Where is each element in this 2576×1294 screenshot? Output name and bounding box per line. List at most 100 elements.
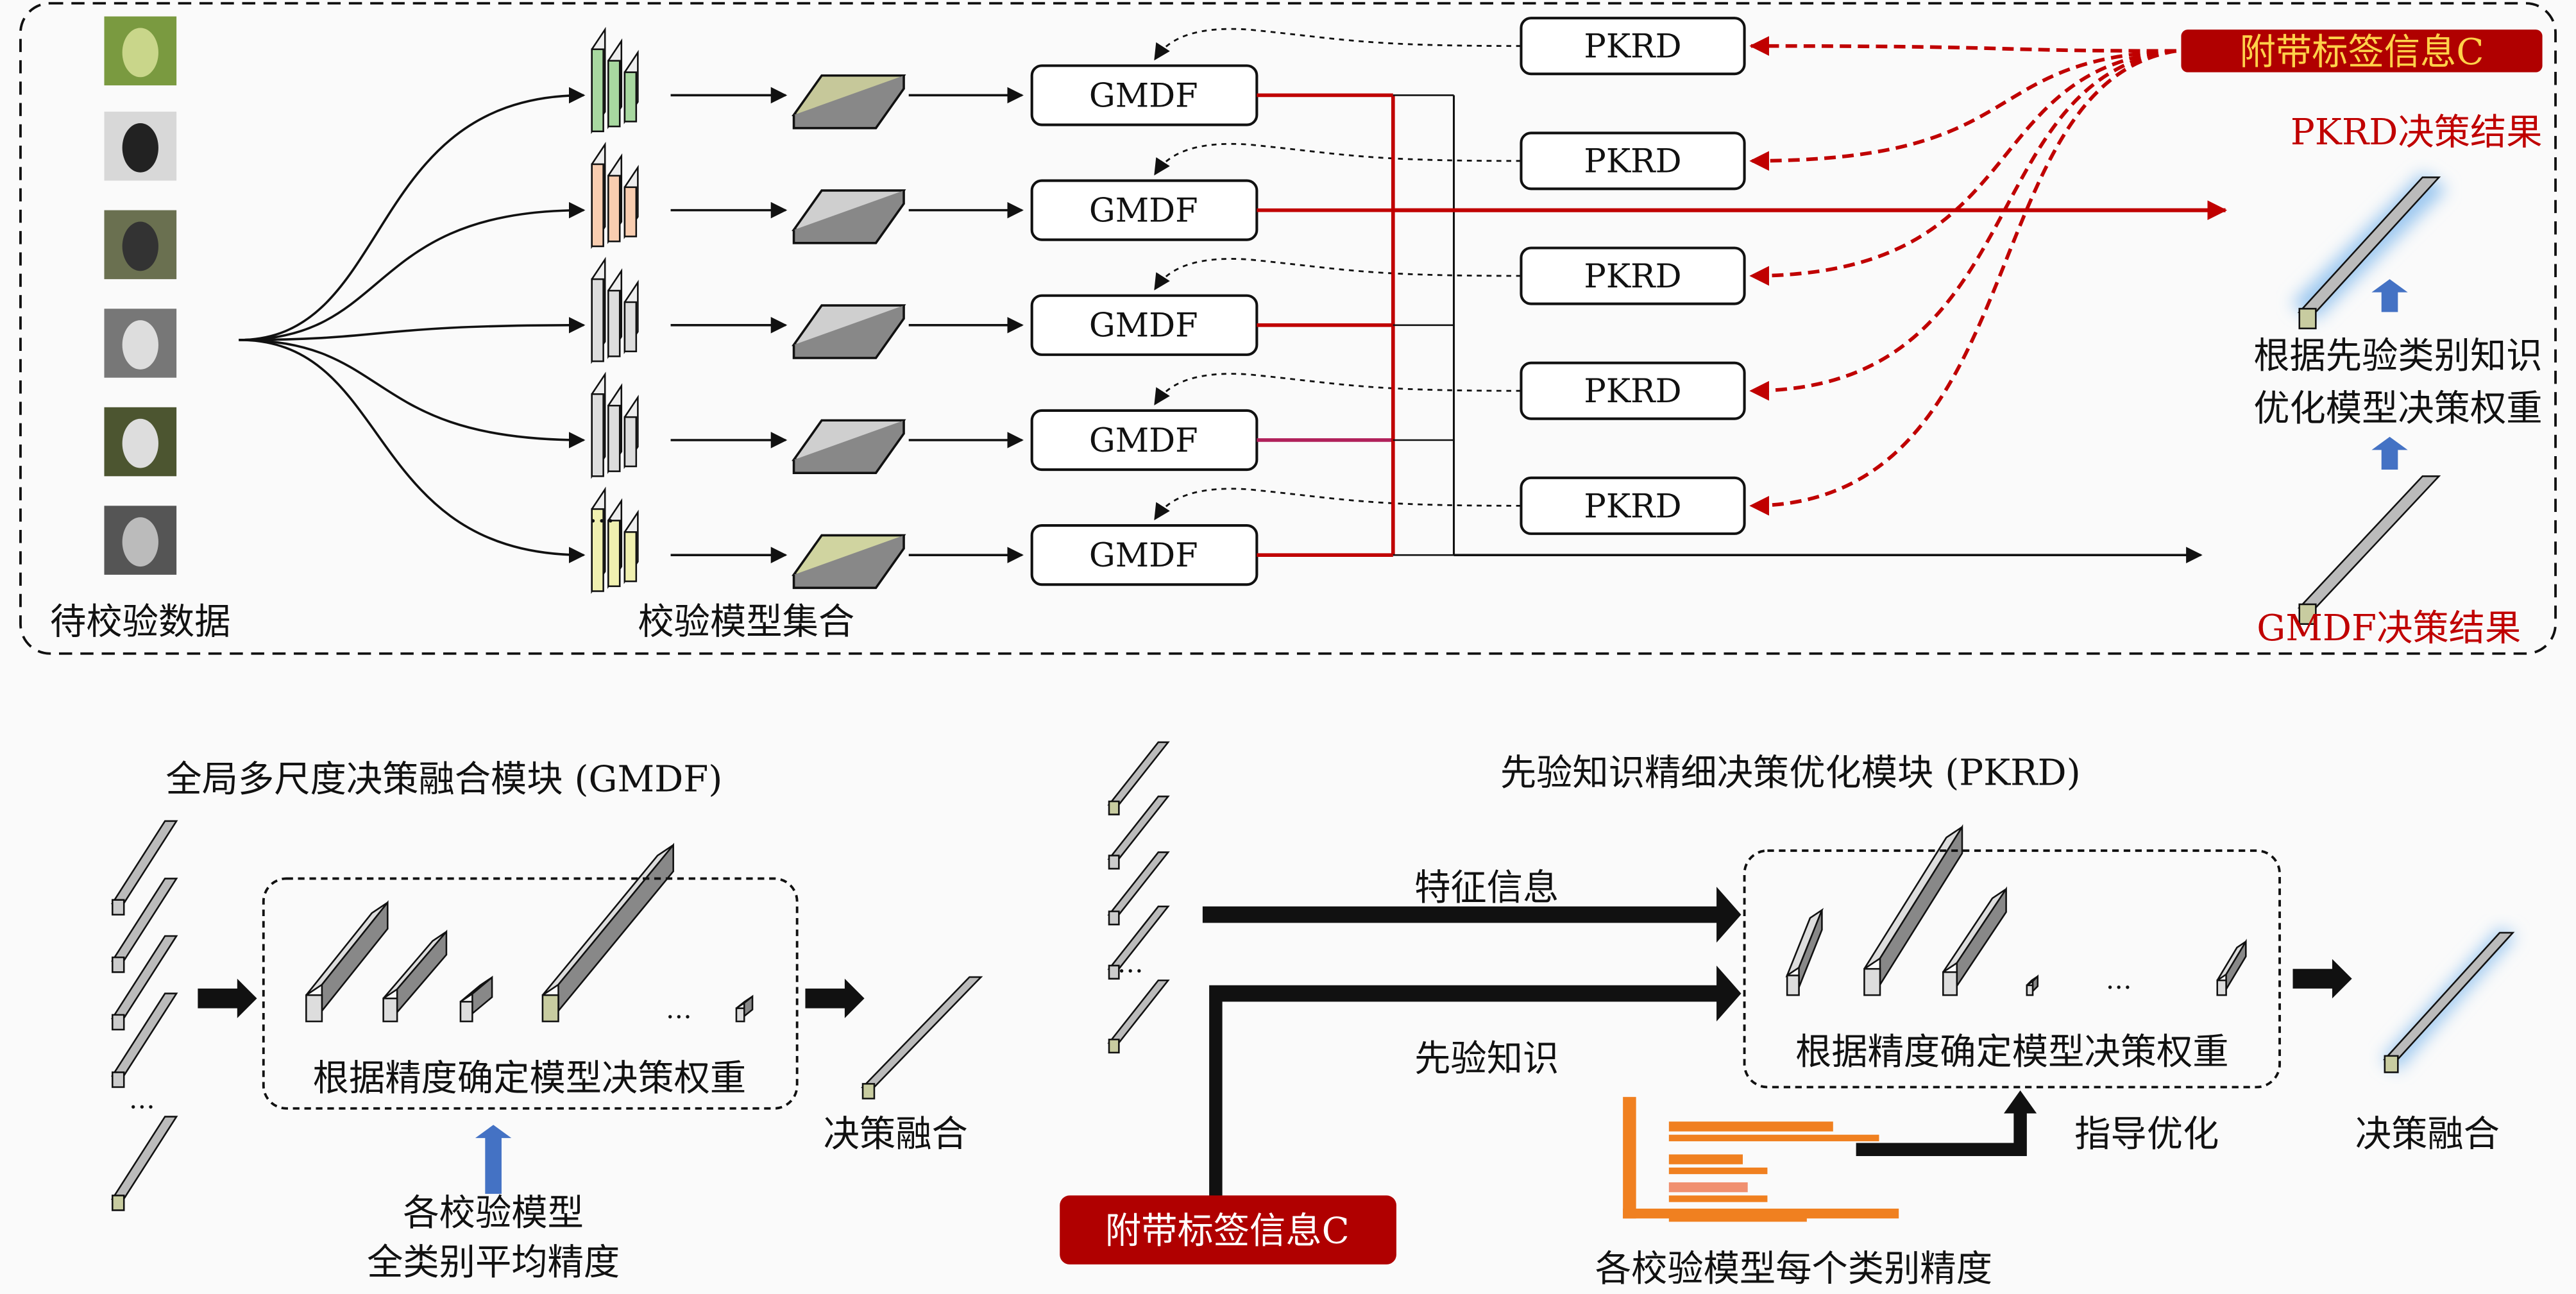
feedback-dotted-arrow bbox=[1154, 28, 1521, 61]
bar-side bbox=[1798, 910, 1823, 988]
bar-front bbox=[305, 994, 323, 1023]
model-layer bbox=[623, 531, 638, 583]
gmdf-input-line2: 全类别平均精度 bbox=[367, 1241, 620, 1283]
pkrd-box: PKRD bbox=[1520, 246, 1746, 305]
top-panel-border bbox=[19, 2, 2557, 655]
gmdf-input-bar bbox=[110, 878, 178, 973]
bar-end bbox=[1108, 1038, 1120, 1054]
bird-shape bbox=[122, 28, 158, 78]
model-layer bbox=[623, 186, 638, 237]
per-class-accuracy-label: 各校验模型每个类别精度 bbox=[1595, 1248, 1992, 1290]
feedback-dotted-arrow bbox=[1154, 373, 1521, 405]
bar-front bbox=[1942, 971, 1958, 996]
guide-optimize-arrow bbox=[1856, 1090, 2037, 1156]
prior-knowledge-arrow bbox=[1209, 966, 1741, 1199]
bar-body bbox=[2297, 475, 2441, 609]
bird-shape bbox=[122, 517, 158, 567]
pkrd-fused-bar bbox=[2382, 932, 2515, 1073]
bird-shape bbox=[122, 320, 158, 370]
bar-end bbox=[112, 899, 125, 916]
bar-front bbox=[1863, 967, 1881, 996]
feature-map-side bbox=[792, 190, 905, 244]
bar-side bbox=[1879, 824, 1963, 988]
model-layer bbox=[591, 508, 604, 592]
bar-end bbox=[112, 1014, 125, 1031]
model-layer bbox=[623, 416, 638, 468]
model-layer bbox=[607, 404, 621, 472]
feature-map-side bbox=[792, 305, 905, 359]
fan-arrow bbox=[239, 87, 586, 341]
bar-body bbox=[861, 976, 983, 1088]
bar-end bbox=[112, 1071, 125, 1088]
feature-map-side bbox=[792, 535, 905, 590]
bar-front bbox=[2216, 979, 2227, 996]
gmdf-box: GMDF bbox=[1030, 294, 1258, 356]
pkrd-input-bar bbox=[1107, 979, 1170, 1054]
gmdf-box-label: GMDF bbox=[1089, 307, 1198, 345]
bird-shape bbox=[122, 221, 158, 271]
model-layer bbox=[623, 301, 638, 353]
pkrd-input-bar bbox=[1107, 796, 1170, 870]
bar-end bbox=[2298, 603, 2317, 625]
bar-top bbox=[541, 844, 674, 996]
model-layer bbox=[607, 175, 621, 243]
gmdf-blue-arrow bbox=[475, 1125, 512, 1194]
optimize-line1: 根据先验类别知识 bbox=[2253, 335, 2542, 377]
model-layer bbox=[607, 60, 621, 128]
feature-map-side bbox=[792, 420, 905, 474]
bar-end bbox=[2298, 307, 2317, 330]
fan-arrow bbox=[239, 317, 586, 341]
model-layer bbox=[607, 520, 621, 588]
gmdf-output-arrow bbox=[805, 978, 865, 1018]
pkrd-weight-bar bbox=[1863, 824, 1963, 996]
accuracy-bar bbox=[1668, 1134, 1879, 1141]
prior-knowledge-label: 先验知识 bbox=[1414, 1038, 1559, 1080]
accuracy-bar bbox=[1668, 1167, 1768, 1175]
bar-body bbox=[1107, 741, 1170, 806]
bar-end bbox=[861, 1083, 876, 1100]
gmdf-result-bar bbox=[2297, 475, 2441, 625]
gmdf-input-line1: 各校验模型 bbox=[403, 1192, 583, 1234]
gmdf-inner-ellipsis: … bbox=[666, 994, 692, 1025]
feature-info-label: 特征信息 bbox=[1414, 867, 1559, 909]
pkrd-box-label: PKRD bbox=[1584, 142, 1681, 181]
gmdf-input-bar bbox=[110, 992, 178, 1088]
gmdf-box-label: GMDF bbox=[1089, 192, 1198, 230]
accuracy-chart-axis bbox=[1623, 1096, 1636, 1219]
pkrd-output-arrow bbox=[2292, 958, 2352, 999]
model-layer bbox=[591, 163, 604, 248]
bar-end bbox=[2384, 1055, 2399, 1073]
bar-top bbox=[1863, 826, 1963, 970]
gmdf-box: GMDF bbox=[1030, 179, 1258, 241]
model-layer bbox=[623, 71, 638, 123]
model-set-label: 校验模型集合 bbox=[638, 601, 854, 643]
fan-arrow bbox=[239, 339, 586, 448]
gmdf-weight-bar bbox=[305, 900, 389, 1023]
bar-side bbox=[321, 900, 389, 1014]
blue-up-arrow bbox=[2371, 436, 2408, 470]
pkrd-input-ellipsis: … bbox=[1117, 948, 1144, 978]
gmdf-input-bar bbox=[110, 1116, 178, 1211]
fan-arrow bbox=[239, 339, 586, 563]
pkrd-box-label: PKRD bbox=[1584, 28, 1681, 66]
bar-front bbox=[1786, 975, 1800, 996]
accuracy-bar bbox=[1668, 1182, 1748, 1193]
model-layer bbox=[591, 393, 604, 477]
bar-end bbox=[112, 956, 125, 973]
pkrd-box-label: PKRD bbox=[1584, 487, 1681, 525]
label-info-dashed-arrow bbox=[1749, 49, 2177, 401]
pkrd-label-info-text: 附带标签信息C bbox=[1105, 1211, 1350, 1252]
pkrd-label-info-box bbox=[1060, 1195, 1396, 1264]
gmdf-box-label: GMDF bbox=[1089, 536, 1198, 575]
accuracy-bar bbox=[1668, 1154, 1743, 1164]
gmdf-input-ellipsis: … bbox=[129, 1084, 155, 1115]
bar-end bbox=[1108, 910, 1120, 926]
gmdf-module-title: 全局多尺度决策融合模块 (GMDF) bbox=[165, 759, 722, 801]
pkrd-weight-bar bbox=[1942, 886, 2007, 996]
gmdf-input-bar bbox=[110, 935, 178, 1031]
bar-end bbox=[112, 1195, 125, 1211]
pkrd-inner-label: 根据精度确定模型决策权重 bbox=[1795, 1032, 2229, 1073]
bar-front bbox=[382, 997, 398, 1023]
label-info-dashed-arrow bbox=[1749, 36, 2176, 56]
fan-arrow bbox=[239, 201, 586, 341]
